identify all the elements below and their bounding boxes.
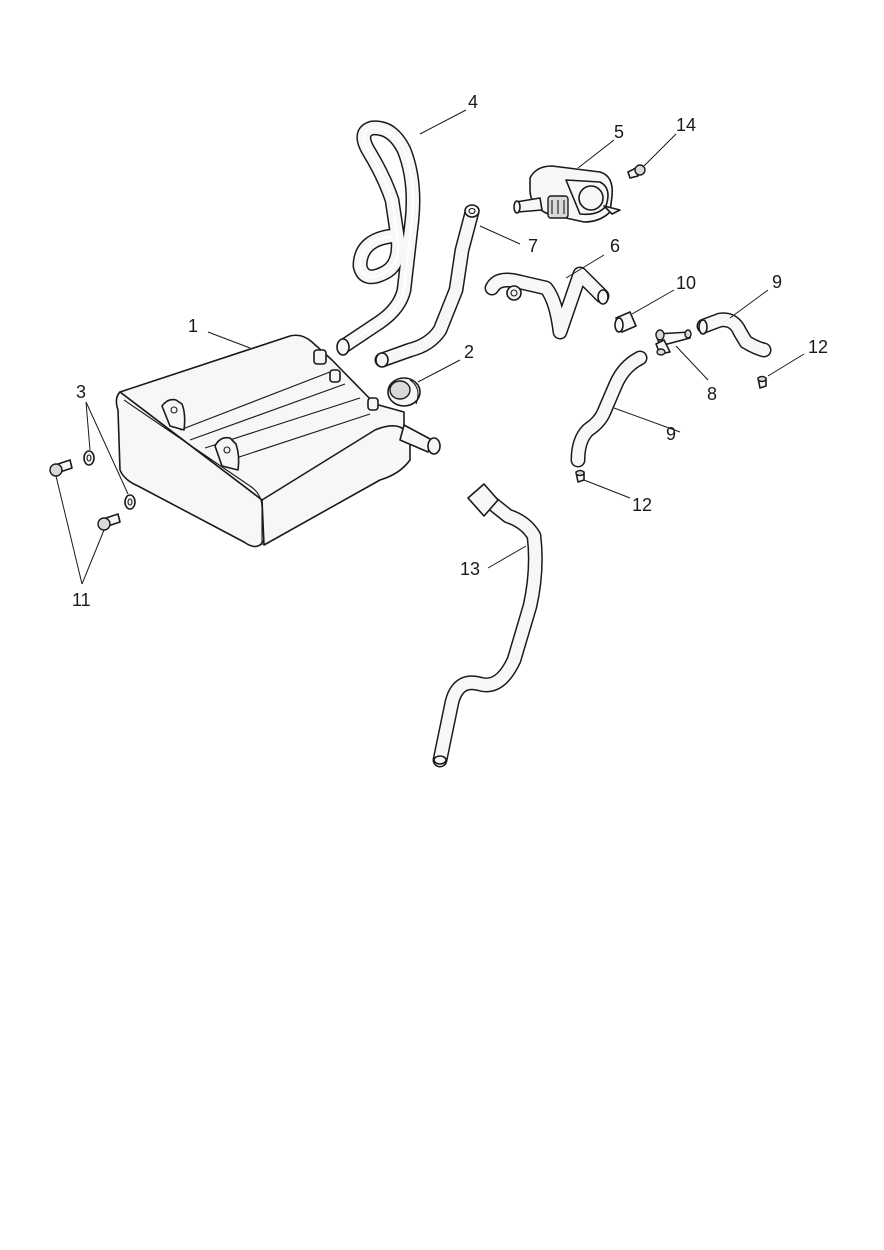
callout-8: 8 [707,384,717,404]
callout-12-upper: 12 [808,337,828,357]
callout-4: 4 [468,92,478,112]
hose-part-9-lower [570,350,648,468]
canister-part-1 [115,334,441,548]
callout-10: 10 [676,273,696,293]
hose-part-4 [336,120,421,356]
grommet-part-2 [387,377,421,407]
purge-valve-part-5 [513,165,621,223]
t-connector-part-8 [655,329,692,356]
callout-3: 3 [76,382,86,402]
leader-lines [55,109,805,585]
hose-part-6 [484,266,610,340]
callout-14: 14 [676,115,696,135]
callout-12-lower: 12 [632,495,652,515]
hose-part-7 [374,204,480,368]
bolt-part-11-a [49,459,73,477]
callout-7: 7 [528,236,538,256]
callout-6: 6 [610,236,620,256]
washer-part-3-a [83,450,95,466]
clip-part-12-upper [757,375,767,389]
callout-5: 5 [614,122,624,142]
clip-part-12-lower [575,469,585,483]
bolt-part-11-b [97,513,121,531]
callout-9-upper: 9 [772,272,782,292]
callout-1: 1 [188,316,198,336]
hose-part-9-upper [696,312,772,358]
sleeve-part-10 [614,311,637,333]
callout-11: 11 [72,590,91,610]
screw-part-14 [627,164,646,179]
callout-labels: 1 2 3 4 5 6 7 8 9 9 10 11 12 12 13 14 [72,92,828,610]
callout-13: 13 [460,559,480,579]
hose-part-13 [432,483,543,768]
washer-part-3-b [124,494,136,510]
callout-2: 2 [464,342,474,362]
callout-9-lower: 9 [666,424,676,444]
